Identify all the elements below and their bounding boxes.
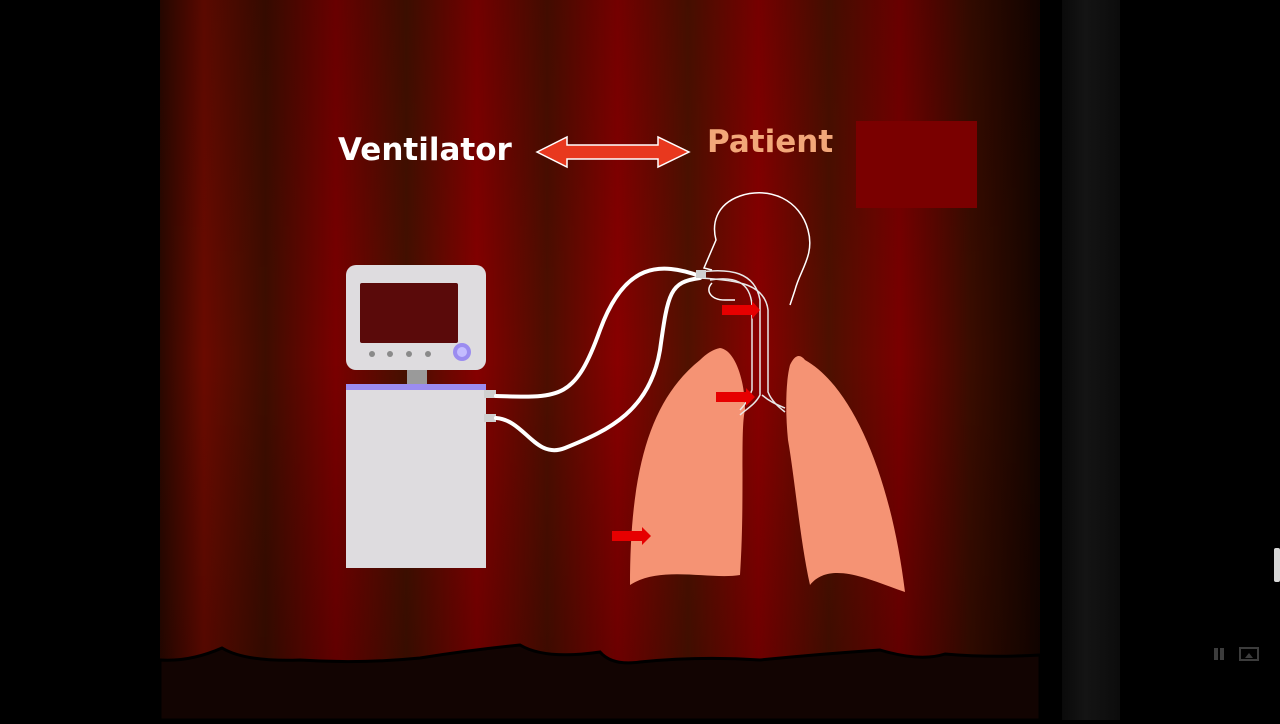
right-arrow-icon <box>612 527 651 545</box>
side-panel-strip <box>1062 0 1120 720</box>
highlight-box <box>856 121 977 208</box>
ventilator-monitor <box>346 265 486 386</box>
patient-label: Patient <box>707 124 834 160</box>
edge-scroll-marker[interactable] <box>1274 548 1280 582</box>
monitor-screen <box>360 283 458 343</box>
curtain-shade <box>160 0 1040 720</box>
left-lung <box>786 356 905 592</box>
picture-in-picture-icon[interactable] <box>1236 643 1262 665</box>
ventilator-tubes <box>494 266 702 453</box>
patient-head <box>702 192 811 306</box>
lungs <box>630 348 905 592</box>
player-controls <box>1206 643 1266 665</box>
curtain-hem <box>158 643 1042 722</box>
right-arrow-icon <box>716 388 755 406</box>
right-arrow-icon <box>722 301 760 319</box>
double-headed-arrow-icon <box>535 135 691 169</box>
ventilator-body <box>346 384 496 568</box>
right-lung <box>630 348 745 585</box>
pause-icon[interactable] <box>1206 643 1232 665</box>
tube-connector <box>696 270 706 278</box>
ventilator-label: Ventilator <box>338 132 512 168</box>
